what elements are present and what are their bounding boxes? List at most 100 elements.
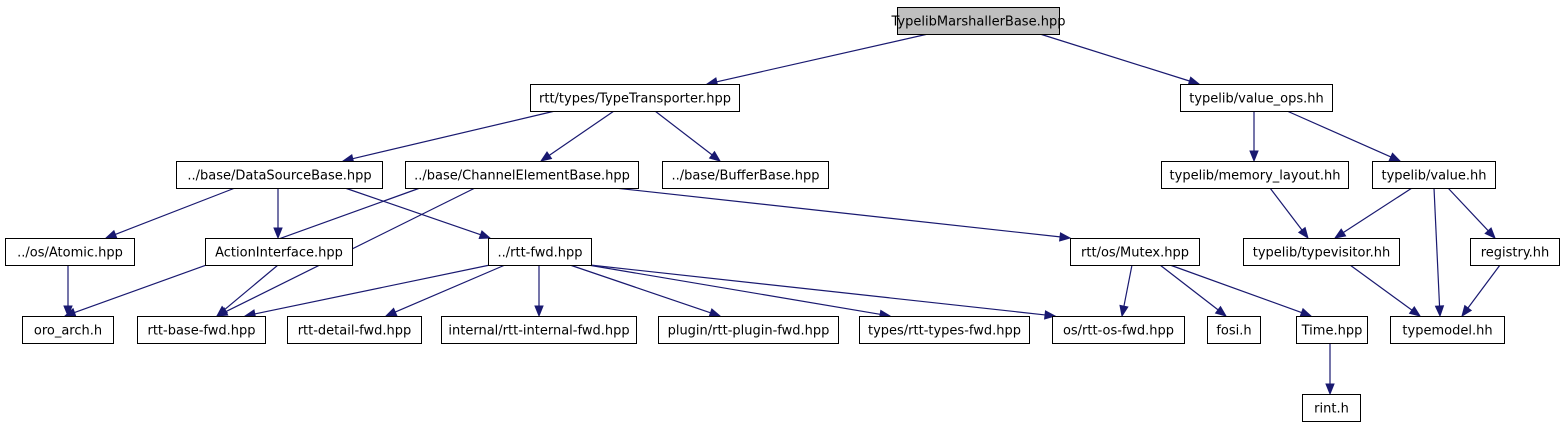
node-typevisitor[interactable]: typelib/typevisitor.hh: [1243, 238, 1400, 266]
node-label: rtt-base-fwd.hpp: [147, 324, 255, 339]
node-label: typelib/value_ops.hh: [1189, 92, 1324, 107]
node-label: TypelibMarshallerBase.hpp: [891, 15, 1066, 30]
edge-value_ops-to-value: [1286, 110, 1402, 162]
edge-memory_layout-to-typevisitor: [1269, 187, 1309, 240]
edge-line: [1169, 264, 1302, 314]
node-label: ActionInterface.hpp: [215, 246, 343, 261]
node-plugin_fwd[interactable]: plugin/rtt-plugin-fwd.hpp: [658, 316, 839, 344]
node-box: [897, 7, 1060, 35]
edge-rttfwd-to-plugin_fwd: [569, 264, 722, 318]
arrowhead-icon: [1408, 306, 1422, 317]
edge-rttfwd-to-os_fwd: [589, 264, 1057, 320]
node-box: [1070, 238, 1200, 266]
edge-line: [1343, 187, 1413, 234]
edge-rttfwd-to-internal_fwd: [534, 265, 544, 318]
edge-time-to-rint: [1325, 343, 1335, 396]
node-internal_fwd[interactable]: internal/rtt-internal-fwd.hpp: [441, 316, 637, 344]
node-datasource[interactable]: ../base/DataSourceBase.hpp: [176, 161, 383, 189]
node-base_fwd[interactable]: rtt-base-fwd.hpp: [137, 316, 266, 344]
arrowhead-icon: [539, 151, 553, 162]
node-label: ../base/ChannelElementBase.hpp: [414, 169, 630, 184]
node-box: [1470, 238, 1560, 266]
node-box: [5, 238, 135, 266]
edge-value-to-typevisitor: [1333, 187, 1413, 239]
arrowhead-icon: [1434, 305, 1445, 318]
edge-line: [344, 187, 481, 236]
edge-registry-to-typemodel: [1461, 264, 1501, 318]
node-typemodel[interactable]: typemodel.hh: [1390, 316, 1505, 344]
node-label: internal/rtt-internal-fwd.hpp: [448, 324, 629, 339]
edge-line: [1447, 187, 1489, 232]
node-label: rtt/types/TypeTransporter.hpp: [539, 92, 731, 107]
node-registry[interactable]: registry.hh: [1470, 238, 1560, 266]
arrowhead-icon: [1333, 228, 1347, 239]
node-label: Time.hpp: [1301, 324, 1363, 339]
node-fosi[interactable]: fosi.h: [1207, 316, 1261, 344]
edge-line: [1286, 110, 1392, 158]
edge-root-to-transporter: [705, 33, 929, 87]
node-detail_fwd[interactable]: rtt-detail-fwd.hpp: [287, 316, 422, 344]
node-label: typelib/value.hh: [1381, 169, 1486, 184]
node-label: typelib/typevisitor.hh: [1253, 246, 1390, 261]
edge-mutex-to-time: [1169, 264, 1313, 317]
node-box: [405, 161, 639, 189]
node-buffer[interactable]: ../base/BufferBase.hpp: [662, 161, 829, 189]
edge-line: [654, 110, 713, 156]
node-memory_layout[interactable]: typelib/memory_layout.hh: [1161, 161, 1349, 189]
edge-value_ops-to-memory_layout: [1249, 111, 1259, 163]
edge-datasource-to-rttfwd: [344, 187, 492, 240]
node-label: ../os/Atomic.hpp: [17, 246, 123, 261]
arrowhead-icon: [478, 230, 492, 240]
arrowhead-icon: [708, 308, 722, 318]
node-box: [658, 316, 839, 344]
node-box: [662, 161, 829, 189]
node-label: plugin/rtt-plugin-fwd.hpp: [668, 324, 830, 339]
node-box: [22, 316, 114, 344]
node-box: [1390, 316, 1505, 344]
edge-line: [1467, 264, 1501, 309]
node-box: [488, 238, 592, 266]
arrowhead-icon: [1484, 227, 1496, 239]
node-action[interactable]: ActionInterface.hpp: [205, 238, 353, 266]
edge-value-to-typemodel: [1433, 187, 1445, 318]
edge-line: [716, 33, 929, 83]
arrowhead-icon: [1119, 304, 1129, 318]
edge-line: [254, 264, 491, 315]
node-mutex[interactable]: rtt/os/Mutex.hpp: [1070, 238, 1200, 266]
node-transporter[interactable]: rtt/types/TypeTransporter.hpp: [530, 84, 740, 112]
edge-line: [587, 264, 881, 315]
node-time[interactable]: Time.hpp: [1296, 316, 1368, 344]
edge-datasource-to-action: [273, 188, 283, 240]
arrowhead-icon: [384, 307, 398, 317]
edge-line: [1433, 187, 1441, 307]
arrowhead-icon: [1044, 310, 1057, 320]
node-atomic[interactable]: ../os/Atomic.hpp: [5, 238, 135, 266]
edge-line: [614, 187, 1061, 238]
arrowhead-icon: [1461, 304, 1473, 318]
node-value[interactable]: typelib/value.hh: [1372, 161, 1496, 189]
edge-line: [224, 264, 279, 311]
node-types_fwd[interactable]: types/rtt-types-fwd.hpp: [859, 316, 1030, 344]
edge-transporter-to-buffer: [654, 110, 722, 162]
node-oro_arch[interactable]: oro_arch.h: [22, 316, 114, 344]
node-channel[interactable]: ../base/ChannelElementBase.hpp: [405, 161, 639, 189]
node-value_ops[interactable]: typelib/value_ops.hh: [1180, 84, 1333, 112]
edge-transporter-to-datasource: [341, 110, 556, 164]
node-label: rint.h: [1314, 402, 1349, 417]
node-root[interactable]: TypelibMarshallerBase.hpp: [891, 7, 1066, 35]
edge-line: [352, 110, 556, 160]
node-rttfwd[interactable]: ../rtt-fwd.hpp: [488, 238, 592, 266]
node-box: [1052, 316, 1185, 344]
node-label: os/rtt-os-fwd.hpp: [1063, 324, 1174, 339]
edge-value-to-registry: [1447, 187, 1496, 239]
node-os_fwd[interactable]: os/rtt-os-fwd.hpp: [1052, 316, 1185, 344]
edge-action-to-base_fwd: [215, 264, 279, 317]
node-box: [441, 316, 637, 344]
node-label: registry.hh: [1481, 246, 1550, 261]
node-box: [1372, 161, 1496, 189]
node-label: typemodel.hh: [1402, 324, 1492, 339]
node-label: fosi.h: [1216, 324, 1251, 339]
node-rint[interactable]: rint.h: [1302, 394, 1361, 422]
node-box: [205, 238, 353, 266]
